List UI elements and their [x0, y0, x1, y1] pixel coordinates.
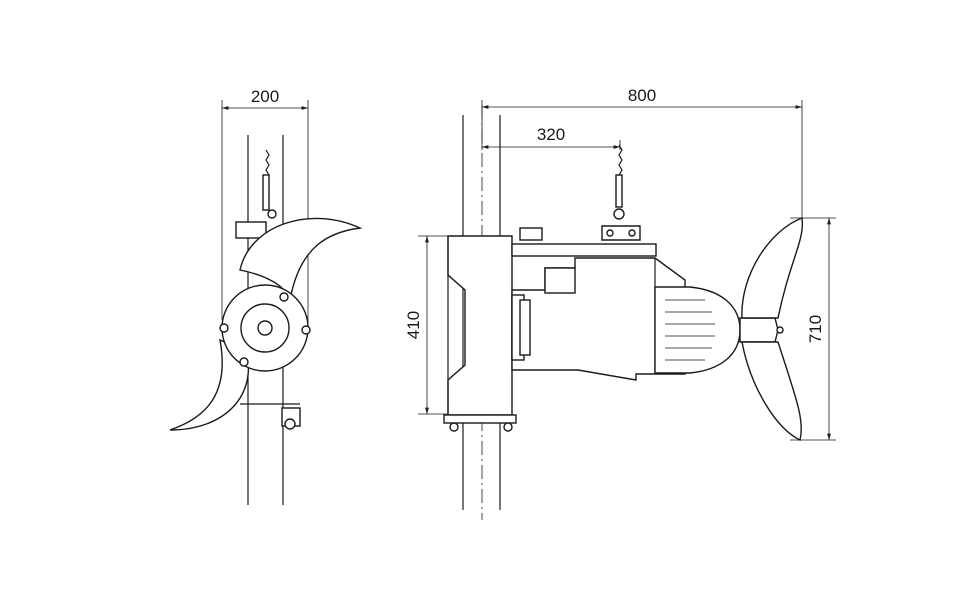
dimension-label-800: 800	[628, 86, 656, 105]
dimension-propeller-diameter: 710	[806, 218, 831, 440]
dimension-label-410: 410	[404, 311, 423, 339]
dimension-width-front: 200	[222, 87, 308, 110]
side-view	[418, 100, 836, 520]
dimension-offset-lift: 320	[482, 125, 620, 149]
dimension-label-710: 710	[806, 315, 825, 343]
dimension-height-bracket: 410	[404, 236, 429, 414]
front-view	[169, 100, 363, 505]
dimension-length-total: 800	[482, 86, 802, 109]
dimension-label-320: 320	[537, 125, 565, 144]
dimension-label-200: 200	[251, 87, 279, 106]
